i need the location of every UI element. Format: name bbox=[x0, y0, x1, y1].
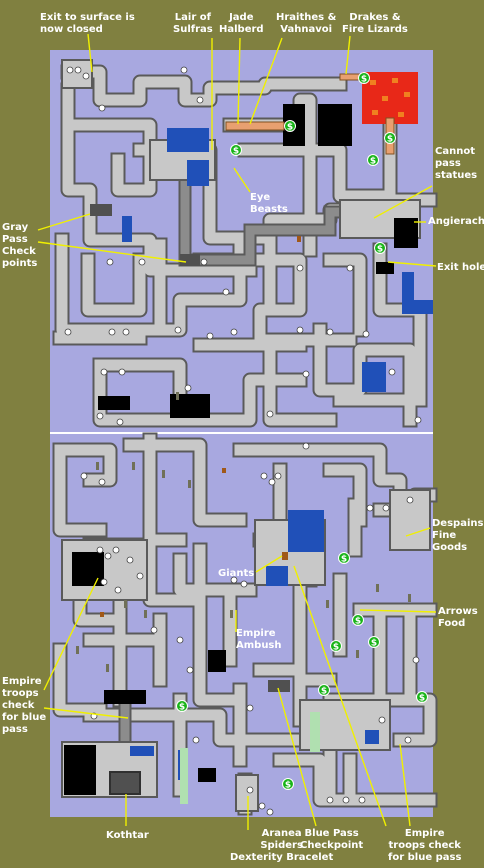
label-giants: Giants bbox=[218, 568, 255, 579]
shop-markers: $ $ $ $ $ $ $ $ $ $ $ $ $ $ bbox=[176, 72, 428, 791]
label-exit-closed: Exit to surface is now closed bbox=[40, 12, 135, 35]
dollar-sign-icon: $ bbox=[367, 154, 379, 167]
label-blue-pass-checkpoint: Blue Pass Checkpoint bbox=[300, 828, 364, 851]
svg-text:$: $ bbox=[387, 135, 393, 145]
label-eye-beasts: Eye Beasts bbox=[250, 192, 288, 215]
label-pointers bbox=[37, 33, 437, 830]
label-gray-pass: Gray Pass Check points bbox=[2, 222, 38, 269]
dollar-sign-icon: $ bbox=[176, 700, 188, 713]
speckled-walls bbox=[180, 712, 320, 804]
svg-text:$: $ bbox=[355, 617, 361, 627]
svg-text:$: $ bbox=[361, 75, 367, 85]
dollar-sign-icon: $ bbox=[284, 120, 296, 133]
label-aranea-spiders: Aranea Spiders Dexterity Bracelet bbox=[230, 828, 334, 863]
svg-text:$: $ bbox=[333, 643, 339, 653]
markers bbox=[100, 236, 301, 617]
label-empire-ambush: Empire Ambush bbox=[236, 628, 282, 651]
label-empire-troops-left: Empire troops check for blue pass bbox=[2, 676, 47, 735]
dollar-sign-icon: $ bbox=[330, 640, 342, 653]
label-despains: Despains Fine Goods bbox=[432, 518, 484, 553]
svg-text:$: $ bbox=[371, 639, 377, 649]
label-cannot-pass: Cannot pass statues bbox=[435, 146, 478, 181]
dollar-sign-icon: $ bbox=[338, 552, 350, 565]
svg-text:$: $ bbox=[179, 703, 185, 713]
svg-text:$: $ bbox=[377, 245, 383, 255]
room-spiders bbox=[235, 774, 259, 812]
svg-text:$: $ bbox=[285, 781, 291, 791]
dollar-sign-icon: $ bbox=[230, 144, 242, 157]
void-areas bbox=[64, 104, 418, 795]
svg-text:$: $ bbox=[341, 555, 347, 565]
dollar-sign-icon: $ bbox=[318, 684, 330, 697]
svg-text:$: $ bbox=[287, 123, 293, 133]
dollar-sign-icon: $ bbox=[416, 691, 428, 704]
label-jade-halberd: Jade Halberd bbox=[219, 12, 264, 35]
dollar-sign-icon: $ bbox=[282, 778, 294, 791]
dollar-sign-icon: $ bbox=[374, 242, 386, 255]
label-empire-troops-right: Empire troops check for blue pass bbox=[388, 828, 462, 863]
label-exit-hole: Exit hole bbox=[437, 262, 484, 273]
label-hraithes: Hraithes & Vahnavoi bbox=[276, 12, 337, 35]
label-arrows-food: Arrows Food bbox=[438, 606, 478, 629]
boulders bbox=[64, 66, 422, 816]
dollar-sign-icon: $ bbox=[384, 132, 396, 145]
dollar-sign-icon: $ bbox=[358, 72, 370, 85]
lava-area bbox=[362, 72, 418, 124]
svg-text:$: $ bbox=[419, 694, 425, 704]
svg-text:$: $ bbox=[233, 147, 239, 157]
stalagmites bbox=[76, 392, 411, 672]
checkpoints bbox=[90, 204, 290, 795]
label-angierach: Angierach bbox=[428, 216, 484, 227]
label-kothtar: Kothtar bbox=[106, 830, 149, 841]
svg-text:$: $ bbox=[370, 157, 376, 167]
dollar-sign-icon: $ bbox=[352, 614, 364, 627]
label-drakes: Drakes & Fire Lizards bbox=[342, 12, 408, 35]
label-lair-of-sulfras: Lair of Sulfras bbox=[173, 12, 213, 35]
svg-text:$: $ bbox=[321, 687, 327, 697]
dollar-sign-icon: $ bbox=[368, 636, 380, 649]
